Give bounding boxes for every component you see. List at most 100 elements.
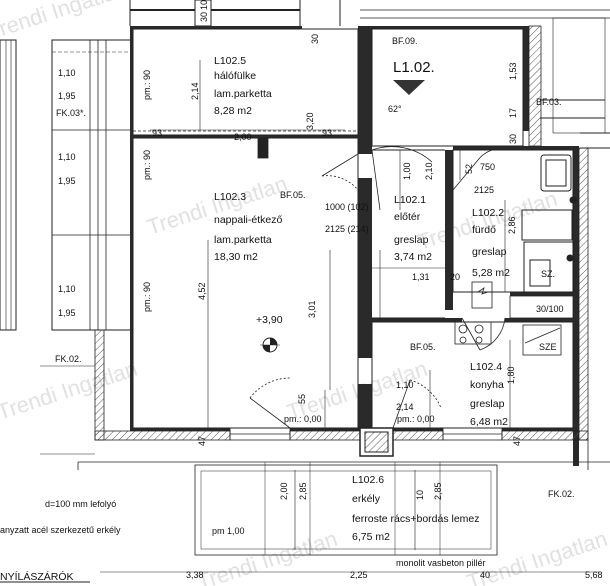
windows — [229, 427, 503, 441]
dim: 1,95 — [58, 91, 76, 101]
dim: 1,00 — [402, 162, 412, 180]
room-bath: L102.2 fürdő greslap 5,28 m2 — [472, 207, 510, 279]
bath-door-height: 2125 — [474, 185, 494, 195]
dim: 5,68 — [585, 570, 603, 580]
room-kitchen: L102.4 konyha greslap 6,48 m2 — [470, 361, 508, 428]
bath-door-width: 750 — [480, 162, 495, 172]
room-area: 18,30 m2 — [214, 251, 258, 263]
unit-entry-arrow — [393, 80, 425, 95]
drain-note: d=100 mm lefolyó — [45, 499, 116, 509]
dim: 30 — [310, 34, 320, 44]
dim: 3,38 — [186, 570, 204, 580]
tags: BF.05. BF.05. BF.03. FK.03*. FK.02. FK.0… — [55, 97, 575, 499]
room-floor: greslap — [394, 234, 429, 246]
dim: 2,85 — [298, 482, 308, 500]
tag-sze: SZE — [539, 342, 557, 352]
room-area: 5,28 m2 — [472, 267, 510, 279]
watermark: Trendi Ingatlan — [414, 186, 561, 255]
room-name: fürdő — [472, 224, 496, 236]
dim: 3,01 — [307, 300, 317, 318]
room-hall: L102.1 előtér greslap 3,74 m2 — [394, 194, 432, 263]
dim: 2,00 — [234, 132, 252, 142]
room-balcony: L102.6 erkély ferroste rács+bordás lemez… — [352, 474, 480, 543]
dim: 52 — [464, 164, 474, 174]
room-floor: lam.parketta — [214, 234, 272, 246]
room-living: L102.3 nappali-étkező lam.parketta 18,30… — [214, 191, 282, 263]
dim: 93 — [152, 128, 162, 138]
dim: 2,85 — [433, 482, 443, 500]
door-code: BF.09. — [392, 36, 418, 46]
room-floor: greslap — [472, 246, 507, 258]
door-angle: 62° — [388, 104, 402, 114]
dim: 4,52 — [197, 282, 207, 300]
level-main: +3,90 — [256, 314, 283, 326]
watermark: Trendi Ingatlan — [0, 0, 130, 45]
dim: 20 — [450, 272, 460, 282]
dim: 2,00 — [279, 482, 289, 500]
room-floor: ferroste rács+bordás lemez — [352, 513, 480, 525]
outer-wall-hatch — [78, 25, 610, 470]
room-area: 6,75 m2 — [352, 531, 390, 543]
room-name: erkély — [352, 493, 381, 505]
tag-bf05: BF.05. — [280, 190, 306, 200]
dim: 1,95 — [58, 176, 76, 186]
balcony-structure-note: anyzatt acél szerkezetű erkély — [0, 525, 121, 535]
balcony — [77, 462, 498, 556]
level-pm1: pm 1,00 — [212, 526, 245, 536]
room-area: 6,48 m2 — [470, 416, 508, 428]
dim: 1,31 — [412, 272, 430, 282]
room-code: L102.4 — [470, 361, 502, 373]
room-code: L102.6 — [352, 474, 384, 486]
dim: 2,14 — [190, 82, 200, 100]
dim: 2,86 — [507, 216, 517, 234]
dim: 3,20 — [305, 112, 315, 130]
bathroom-fixtures — [521, 154, 577, 293]
dim: 55 — [297, 394, 307, 404]
tag-vent: 30/100 — [536, 304, 564, 314]
dim: 40 — [480, 570, 490, 580]
door-size: 1000 (102) — [325, 202, 369, 212]
level-pm90: pm.: 90 — [142, 150, 152, 180]
level-pm90: pm.: 90 — [142, 70, 152, 100]
watermark: Trendi Ingatlan — [144, 171, 291, 240]
dim: 1,10 — [58, 68, 76, 78]
dim: 30 — [508, 134, 518, 144]
dimension-lines — [40, 60, 600, 573]
dim: 2,10 — [424, 162, 434, 180]
dimensions: 1,10 1,95 1,10 1,95 1,10 1,95 2,14 3,20 … — [58, 0, 603, 580]
dim: 47 — [512, 436, 522, 446]
dim: 30 — [199, 12, 209, 22]
room-name: nappali-étkező — [214, 214, 282, 226]
room-name: hálófülke — [214, 70, 256, 82]
door-height: 2125 (214) — [325, 224, 369, 234]
tag-fk02: FK.02. — [548, 489, 575, 499]
tag-bf05: BF.05. — [410, 342, 436, 352]
dim: 10 — [415, 490, 425, 500]
level-marker — [260, 337, 280, 353]
top-band — [129, 0, 610, 27]
levels: +3,90 pm.: 0,00 pm.: 0,00 pm.: 90 pm.: 9… — [142, 70, 435, 536]
room-floor: lam.parketta — [214, 88, 272, 100]
pillar-note: monolit vasbeton pillér — [396, 558, 486, 568]
walls — [130, 26, 579, 466]
concrete-pillar — [359, 427, 394, 457]
dim: 10 — [199, 0, 209, 10]
doors — [249, 137, 506, 429]
room-bedroom: L102.5 hálófülke lam.parketta 8,28 m2 — [214, 55, 272, 117]
room-name: konyha — [470, 379, 504, 391]
room-code: L102.2 — [472, 207, 504, 219]
tag-fk02: FK.02. — [55, 354, 82, 364]
tag-bf03: BF.03. — [536, 97, 562, 107]
dim: 2,14 — [396, 402, 414, 412]
door-info: 1000 (102) 2125 (214) 750 2125 62° — [325, 104, 495, 234]
dim: 1,95 — [58, 308, 76, 318]
room-name: előtér — [394, 211, 421, 223]
dim: 1,10 — [58, 284, 76, 294]
dim: 17 — [508, 108, 518, 118]
room-code: L102.5 — [214, 55, 246, 67]
dim: 1,80 — [506, 366, 516, 384]
level-pm90: pm.: 90 — [142, 282, 152, 312]
room-area: 3,74 m2 — [394, 251, 432, 263]
